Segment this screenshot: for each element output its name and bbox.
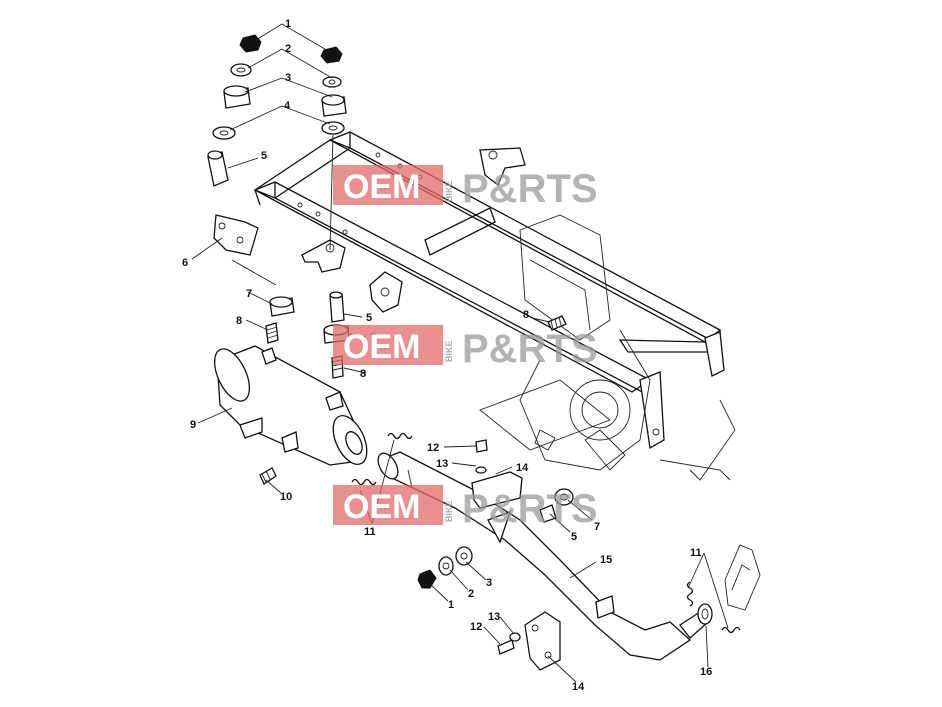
watermark-bike: BIKE	[444, 180, 454, 202]
springs	[351, 432, 741, 634]
watermark-bike: BIKE	[444, 340, 454, 362]
watermark-3: OEM BIKE P&RTS	[333, 485, 598, 531]
callout-13-lower: 13	[488, 611, 500, 623]
callout-8-center: 8	[360, 368, 366, 380]
callout-2-lower: 2	[468, 588, 474, 600]
callout-16: 16	[700, 666, 712, 678]
muffler	[214, 345, 368, 466]
watermark-bike: BIKE	[444, 500, 454, 522]
watermark-parts: P&RTS	[462, 487, 598, 531]
right-mount-hardware	[320, 46, 347, 251]
watermark-1: OEM BIKE P&RTS	[333, 165, 598, 211]
heat-shield-bracket	[213, 214, 277, 286]
callout-1-lower: 1	[448, 599, 454, 611]
callout-labels: 1 2 3 4 5 6 7 8 5 7 8 8 9 10 11 12 13 14…	[182, 18, 712, 693]
callout-12: 12	[427, 442, 439, 454]
callout-14-lower: 14	[572, 681, 585, 693]
frame-assembly	[253, 131, 725, 450]
callout-9: 9	[190, 419, 196, 431]
watermark-oem: OEM	[343, 168, 420, 206]
callout-2: 2	[285, 43, 291, 55]
lower-hanger-bracket	[497, 595, 615, 671]
callout-11: 11	[364, 526, 376, 538]
watermark-oem: OEM	[343, 488, 420, 526]
callout-14: 14	[516, 462, 529, 474]
callout-7: 7	[246, 288, 252, 300]
callout-8: 8	[236, 315, 242, 327]
watermark-2: OEM BIKE P&RTS	[333, 325, 598, 371]
callout-1: 1	[285, 18, 291, 30]
callout-8-frame: 8	[523, 309, 529, 321]
callout-5: 5	[261, 150, 267, 162]
exhaust-gasket	[697, 544, 761, 625]
callout-5-right: 5	[571, 531, 577, 543]
watermark-parts: P&RTS	[462, 327, 598, 371]
callout-10: 10	[280, 491, 292, 503]
callout-12-lower: 12	[470, 621, 482, 633]
upper-hanger-bracket	[471, 439, 523, 544]
callout-3: 3	[285, 72, 291, 84]
callout-3-lower: 3	[486, 577, 492, 589]
lower-hardware	[417, 546, 473, 589]
callout-4: 4	[284, 100, 291, 112]
muffler-bolt	[259, 467, 277, 485]
engine-outline	[479, 214, 736, 481]
left-grommet-bolt	[265, 296, 295, 344]
callout-6: 6	[182, 257, 188, 269]
watermark-parts: P&RTS	[462, 167, 598, 211]
callout-13: 13	[436, 458, 448, 470]
left-mount-hardware	[207, 34, 262, 187]
callout-5-center: 5	[366, 312, 372, 324]
callout-15: 15	[600, 554, 612, 566]
callout-11-right: 11	[690, 547, 702, 559]
leader-lines	[191, 23, 729, 683]
frame-bolt	[547, 315, 567, 331]
watermark-oem: OEM	[343, 328, 420, 366]
callout-7-right: 7	[594, 521, 600, 533]
